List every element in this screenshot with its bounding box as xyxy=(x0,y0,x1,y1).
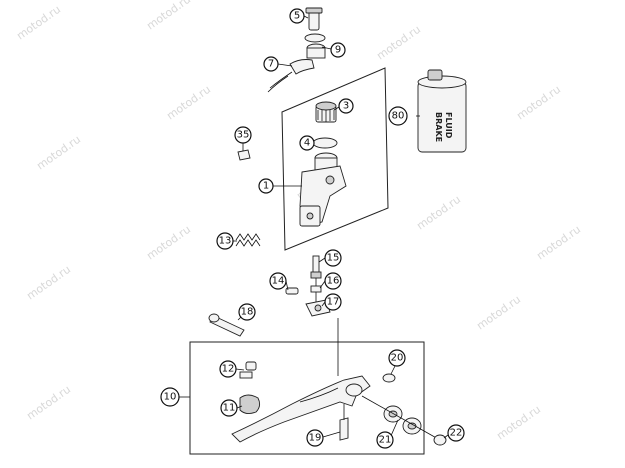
callout-16: 16 xyxy=(324,272,342,290)
callout-label: 16 xyxy=(327,276,340,287)
callout-22: 22 xyxy=(447,424,465,442)
watermark-text: motod.ru xyxy=(374,23,423,63)
watermark-text: motod.ru xyxy=(24,263,73,303)
callout-35: 35 xyxy=(234,126,252,144)
callout-11: 11 xyxy=(220,399,238,417)
callout-label: 17 xyxy=(327,297,340,308)
o-ring xyxy=(312,137,338,149)
callout-label: 20 xyxy=(391,353,404,364)
watermark-text: motod.ru xyxy=(534,223,583,263)
callout-5: 5 xyxy=(289,8,305,24)
can-label-line1: BRAKE xyxy=(434,112,443,142)
return-spring xyxy=(239,394,261,415)
callout-label: 5 xyxy=(294,11,300,22)
master-cylinder-body xyxy=(299,152,347,227)
watermark-text: motod.ru xyxy=(494,403,543,443)
nut xyxy=(382,373,396,383)
callout-label: 19 xyxy=(309,433,322,444)
callout-label: 11 xyxy=(223,403,236,414)
callout-9: 9 xyxy=(330,42,346,58)
callout-label: 4 xyxy=(304,138,310,149)
leader-lines xyxy=(179,15,449,439)
callout-1: 1 xyxy=(258,178,274,194)
watermark-text: motod.ru xyxy=(34,133,83,173)
brake-pedal xyxy=(231,375,371,443)
master-cylinder-frame xyxy=(281,67,389,251)
brake-fluid-can: BRAKE FLUID xyxy=(417,69,467,153)
watermark-text: motod.ru xyxy=(474,293,523,333)
end-nut xyxy=(433,434,447,446)
callout-20: 20 xyxy=(388,349,406,367)
watermark-text: motod.ru xyxy=(514,83,563,123)
callout-label: 9 xyxy=(335,45,341,56)
watermark-text: motod.ru xyxy=(144,223,193,263)
reservoir-hose xyxy=(267,59,315,93)
watermark-text: motod.ru xyxy=(414,193,463,233)
callout-label: 3 xyxy=(343,101,349,112)
watermark-text: motod.ru xyxy=(24,383,73,423)
banjo-bolt xyxy=(305,7,323,31)
callout-10: 10 xyxy=(160,387,180,407)
callout-19: 19 xyxy=(306,429,324,447)
pivot-bolt xyxy=(339,404,349,441)
spring xyxy=(235,233,261,247)
watermark-text: motod.ru xyxy=(144,0,193,32)
callout-3: 3 xyxy=(338,98,354,114)
bearing-washers xyxy=(361,395,441,441)
callout-label: 18 xyxy=(241,307,254,318)
callout-80: 80 xyxy=(388,106,408,126)
callout-label: 13 xyxy=(219,236,232,247)
callout-label: 7 xyxy=(268,59,274,70)
long-bolt xyxy=(208,313,245,337)
callout-label: 22 xyxy=(450,428,463,439)
callout-label: 10 xyxy=(164,392,177,403)
callout-label: 15 xyxy=(327,253,340,264)
callout-label: 35 xyxy=(237,130,250,141)
callout-15: 15 xyxy=(324,249,342,267)
can-label-line2: FLUID xyxy=(444,112,453,139)
callout-13: 13 xyxy=(216,232,234,250)
callout-label: 12 xyxy=(222,364,235,375)
pedal-group-frame xyxy=(189,341,425,455)
watermark-text: motod.ru xyxy=(14,3,63,43)
clip xyxy=(237,149,251,161)
pin xyxy=(285,287,299,295)
callout-14: 14 xyxy=(269,272,287,290)
callout-12: 12 xyxy=(219,360,237,378)
callout-21: 21 xyxy=(376,431,394,449)
callout-label: 80 xyxy=(392,111,405,122)
callout-17: 17 xyxy=(324,293,342,311)
callout-7: 7 xyxy=(263,56,279,72)
callout-label: 21 xyxy=(379,435,392,446)
callout-label: 1 xyxy=(263,181,269,192)
watermark-text: motod.ru xyxy=(164,83,213,123)
screw xyxy=(239,361,257,379)
sealing-rings xyxy=(304,33,326,59)
reservoir-cap xyxy=(315,101,337,123)
callout-4: 4 xyxy=(299,135,315,151)
callout-18: 18 xyxy=(238,303,256,321)
callout-label: 14 xyxy=(272,276,285,287)
